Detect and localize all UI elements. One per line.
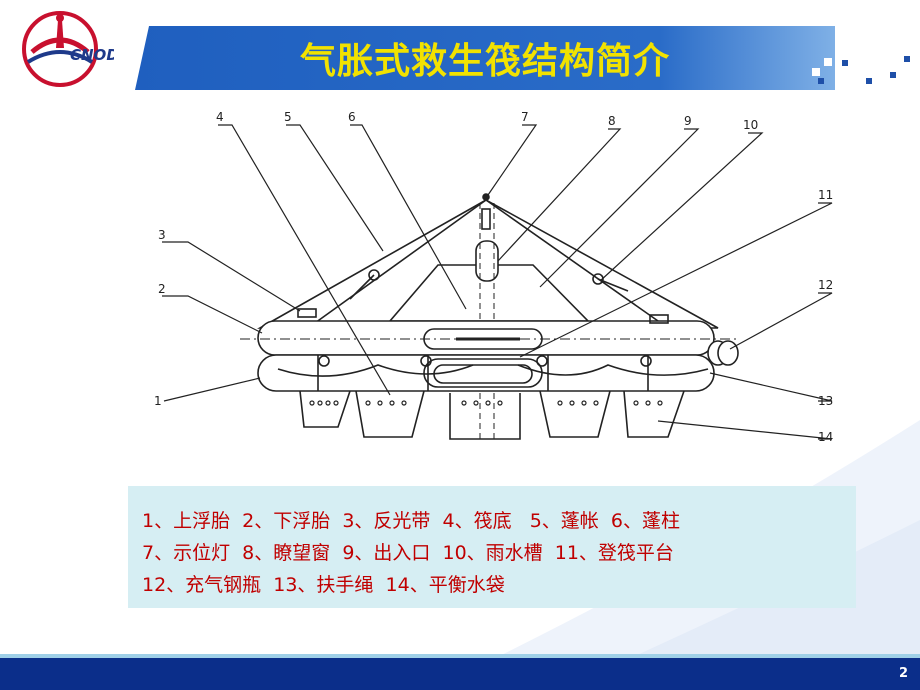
callout-14: 14 [818, 430, 833, 444]
company-logo: CNODC [22, 11, 114, 87]
liferaft-diagram: 1 2 3 4 5 6 7 8 9 10 11 12 13 14 [128, 103, 850, 458]
callout-2: 2 [158, 282, 166, 296]
legend-line-3: 12、充气钢瓶 13、扶手绳 14、平衡水袋 [142, 574, 505, 596]
callout-13: 13 [818, 394, 833, 408]
footer-bar [0, 658, 920, 690]
slide-title: 气胀式救生筏结构简介 [299, 41, 670, 82]
callout-5: 5 [284, 110, 292, 124]
legend-line-2: 7、示位灯 8、瞭望窗 9、出入口 10、雨水槽 11、登筏平台 [142, 542, 674, 564]
callout-7: 7 [521, 110, 529, 124]
callout-6: 6 [348, 110, 356, 124]
logo-text: CNODC [70, 46, 114, 64]
callout-8: 8 [608, 114, 616, 128]
title-bar [135, 26, 835, 90]
callout-3: 3 [158, 228, 166, 242]
callout-9: 9 [684, 114, 692, 128]
callout-1: 1 [154, 394, 162, 408]
callout-4: 4 [216, 110, 224, 124]
callout-10: 10 [743, 118, 758, 132]
footer-stripe [0, 654, 920, 658]
legend-line-1: 1、上浮胎 2、下浮胎 3、反光带 4、筏底 5、蓬帐 6、蓬柱 [142, 510, 680, 532]
decorative-squares [812, 40, 916, 84]
callout-11: 11 [818, 188, 833, 202]
page-number: 2 [898, 666, 908, 681]
legend-box: 1、上浮胎 2、下浮胎 3、反光带 4、筏底 5、蓬帐 6、蓬柱 7、示位灯 8… [128, 486, 856, 608]
callout-12: 12 [818, 278, 833, 292]
